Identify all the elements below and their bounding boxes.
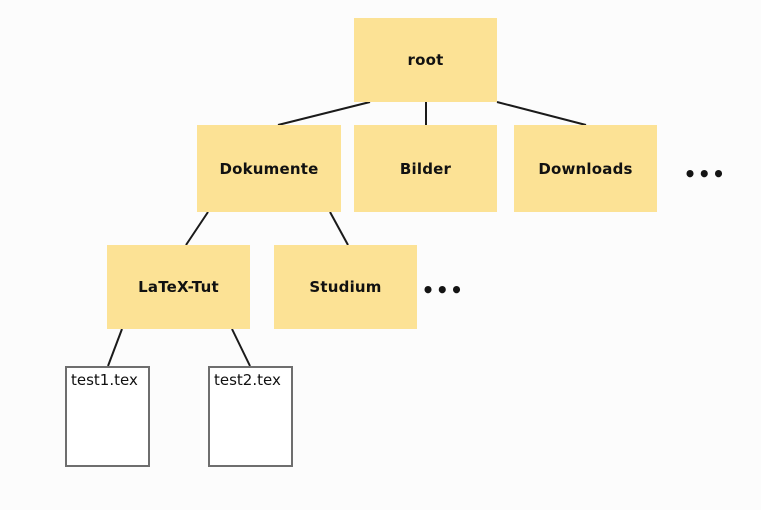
tree-edge	[496, 101, 587, 126]
file-node-test2[interactable]: test2.tex	[208, 366, 293, 467]
folder-node-root[interactable]: root	[354, 18, 497, 102]
tree-edge	[329, 211, 349, 246]
node-label: Bilder	[399, 159, 452, 178]
node-label: Dokumente	[219, 159, 319, 178]
folder-node-bilder[interactable]: Bilder	[354, 125, 497, 212]
folder-node-downloads[interactable]: Downloads	[514, 125, 657, 212]
ellipsis-level2: •••	[683, 162, 727, 186]
tree-edge	[277, 101, 371, 126]
node-label: test2.tex	[214, 371, 281, 389]
tree-edge	[107, 328, 123, 367]
file-node-test1[interactable]: test1.tex	[65, 366, 150, 467]
folder-node-latextut[interactable]: LaTeX-Tut	[107, 245, 250, 329]
folder-node-dokumente[interactable]: Dokumente	[197, 125, 341, 212]
tree-edge	[231, 328, 251, 367]
node-label: root	[407, 51, 444, 69]
tree-edge	[185, 211, 209, 246]
ellipsis-level3: •••	[421, 278, 465, 302]
node-label: test1.tex	[71, 371, 138, 389]
node-label: Studium	[309, 278, 382, 296]
folder-node-studium[interactable]: Studium	[274, 245, 417, 329]
node-label: Downloads	[538, 159, 633, 178]
node-label: LaTeX-Tut	[138, 278, 219, 296]
